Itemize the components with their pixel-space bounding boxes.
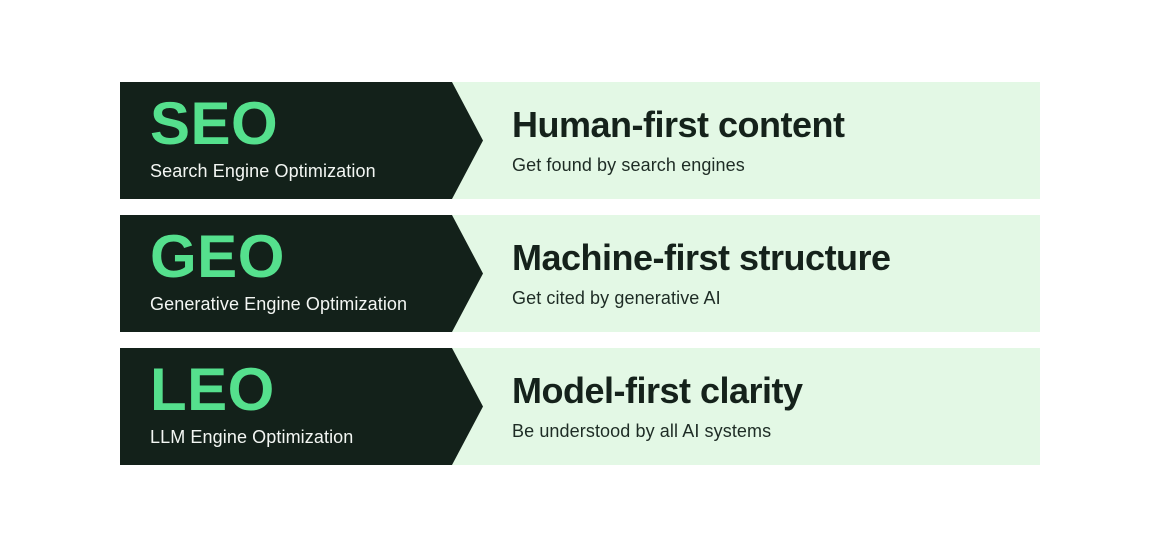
row-leo-description: Be understood by all AI systems [512,420,772,441]
row-leo: LEO LLM Engine Optimization Model-first … [120,348,1040,465]
row-leo-arrow-label: LEO LLM Engine Optimization [120,348,483,465]
row-seo-heading: Human-first content [512,103,845,145]
row-leo-content: Model-first clarity Be understood by all… [512,348,1040,465]
row-seo-full-name: Search Engine Optimization [150,160,376,181]
row-seo-description: Get found by search engines [512,154,745,175]
row-seo-content: Human-first content Get found by search … [512,82,1040,199]
row-geo-description: Get cited by generative AI [512,287,721,308]
row-geo-acronym: GEO [150,222,285,290]
seo-geo-leo-infographic: SEO Search Engine Optimization Human-fir… [120,82,1040,465]
row-geo-arrow-label: GEO Generative Engine Optimization [120,215,483,332]
row-geo-content: Machine-first structure Get cited by gen… [512,215,1040,332]
row-seo-acronym: SEO [150,89,279,157]
row-leo-full-name: LLM Engine Optimization [150,426,354,447]
row-seo: SEO Search Engine Optimization Human-fir… [120,82,1040,199]
row-geo-heading: Machine-first structure [512,236,891,278]
row-leo-acronym: LEO [150,355,275,423]
row-seo-arrow-label: SEO Search Engine Optimization [120,82,483,199]
row-geo: GEO Generative Engine Optimization Machi… [120,215,1040,332]
row-geo-full-name: Generative Engine Optimization [150,293,408,314]
row-leo-heading: Model-first clarity [512,369,803,411]
